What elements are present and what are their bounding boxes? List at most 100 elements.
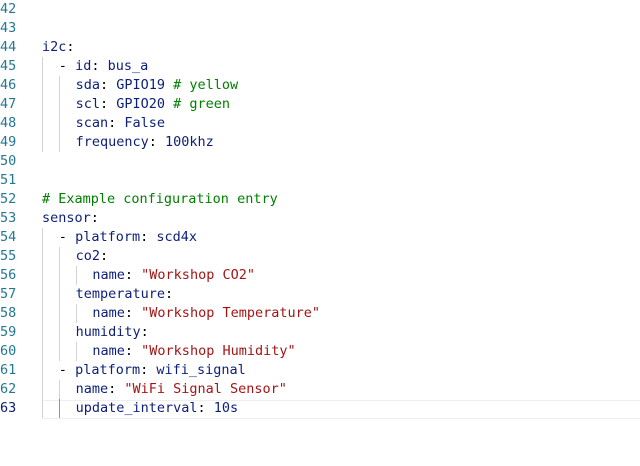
yaml-punctuation: : <box>165 286 174 302</box>
indent-guide <box>75 266 77 285</box>
yaml-key: scan <box>75 115 109 131</box>
yaml-punctuation: : <box>148 134 166 150</box>
code-text: temperature: <box>76 285 174 304</box>
code-line[interactable]: 54 - platform: scd4x <box>0 228 640 247</box>
code-line[interactable]: 52 # Example configuration entry <box>0 190 640 209</box>
code-line[interactable]: 50 <box>0 152 640 171</box>
line-number: 48 <box>0 115 17 131</box>
indent-guide <box>75 342 77 361</box>
line-number: 45 <box>0 58 17 74</box>
code-text: frequency: 100khz <box>76 133 214 152</box>
code-line[interactable]: 61 - platform: wifi_signal <box>0 361 640 380</box>
indent-guide <box>42 380 43 399</box>
yaml-value: scd4x <box>156 229 197 245</box>
code-line[interactable]: 45 - id: bus_a <box>0 57 640 76</box>
yaml-punctuation: : <box>91 58 108 74</box>
yaml-value: GPIO20 <box>116 96 174 112</box>
yaml-key: name <box>92 267 125 283</box>
code-text: scan: False <box>76 114 165 133</box>
code-text: co2: <box>76 247 109 266</box>
yaml-punctuation: : <box>124 267 142 283</box>
code-line[interactable]: 43 <box>0 19 640 38</box>
yaml-value: wifi_signal <box>156 362 246 378</box>
indent-guide <box>58 114 60 133</box>
code-line[interactable]: 58 name: "Workshop Temperature" <box>0 304 640 323</box>
yaml-key: name <box>92 305 125 321</box>
yaml-string: "Workshop Humidity" <box>141 343 296 359</box>
indent-guide <box>42 228 43 247</box>
line-number: 61 <box>0 362 17 378</box>
current-line-highlight <box>42 400 640 419</box>
indent-guide <box>42 57 43 76</box>
code-line[interactable]: 42 <box>0 0 640 19</box>
yaml-key: platform <box>75 229 141 245</box>
indent-guide <box>75 304 77 323</box>
indent-guide <box>58 342 60 361</box>
line-number: 54 <box>0 229 17 245</box>
line-number: 62 <box>0 381 17 397</box>
yaml-comment: # green <box>173 96 231 112</box>
code-text: name: "Workshop Temperature" <box>92 304 320 323</box>
yaml-key: platform <box>75 362 141 378</box>
code-text: name: "Workshop Humidity" <box>92 342 295 361</box>
yaml-string: "Workshop CO2" <box>141 267 255 283</box>
indent-guide <box>58 133 60 152</box>
code-text: sensor: <box>42 209 99 228</box>
code-text: - platform: wifi_signal <box>59 361 246 380</box>
indent-guide <box>42 247 43 266</box>
code-text: # Example configuration entry <box>42 190 278 209</box>
indent-guide <box>58 380 60 399</box>
code-line[interactable]: 48 scan: False <box>0 114 640 133</box>
yaml-key: name <box>75 381 109 397</box>
code-line[interactable]: 51 <box>0 171 640 190</box>
indent-guide <box>42 285 43 304</box>
indent-guide <box>42 323 43 342</box>
yaml-key: co2 <box>75 248 100 264</box>
code-text: - platform: scd4x <box>59 228 197 247</box>
yaml-punctuation: : <box>99 248 109 264</box>
yaml-key: sda <box>75 77 100 93</box>
indent-guide <box>42 133 43 152</box>
code-text: scl: GPIO20 # green <box>76 95 230 114</box>
yaml-value: False <box>124 115 166 131</box>
line-number: 51 <box>0 172 17 188</box>
indent-guide <box>42 304 43 323</box>
yaml-punctuation: : <box>90 210 99 226</box>
line-number: 42 <box>0 1 17 17</box>
line-number: 50 <box>0 153 17 169</box>
yaml-punctuation: : <box>66 39 75 55</box>
line-number: 52 <box>0 191 17 207</box>
yaml-key: sensor <box>42 210 91 226</box>
code-text: - id: bus_a <box>59 57 148 76</box>
yaml-punctuation: - <box>58 362 76 378</box>
indent-guide <box>42 361 43 380</box>
yaml-punctuation: : <box>197 400 214 416</box>
line-number: 60 <box>0 343 17 359</box>
yaml-key: scl <box>75 96 100 112</box>
indent-guide <box>42 114 43 133</box>
line-number: 57 <box>0 286 17 302</box>
line-number: 59 <box>0 324 17 340</box>
yaml-punctuation: : <box>99 77 117 93</box>
yaml-punctuation: - <box>58 58 76 74</box>
code-line[interactable]: 57 temperature: <box>0 285 640 304</box>
indent-guide <box>58 399 60 418</box>
indent-guide <box>42 76 43 95</box>
code-line[interactable]: 60 name: "Workshop Humidity" <box>0 342 640 361</box>
line-number: 58 <box>0 305 17 321</box>
indent-guide <box>42 399 43 418</box>
indent-guide <box>42 95 43 114</box>
indent-guide <box>58 304 60 323</box>
indent-guide <box>58 247 60 266</box>
